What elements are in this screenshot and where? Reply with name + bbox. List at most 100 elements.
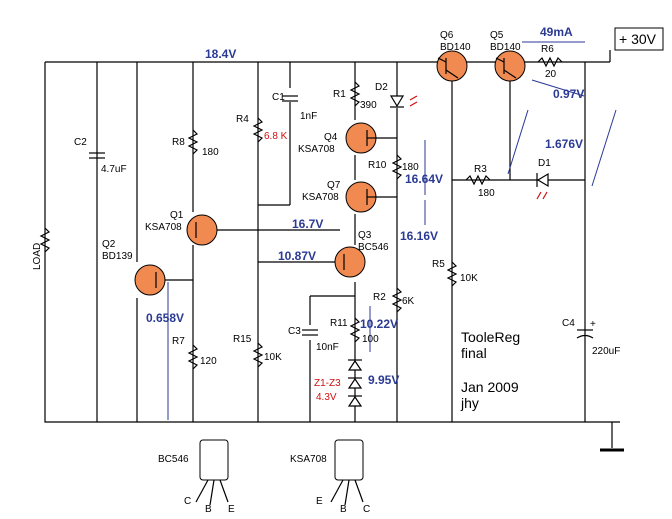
r3-name: R3 <box>474 164 487 175</box>
svg-text:+: + <box>590 319 596 330</box>
note-author: jhy <box>460 395 479 411</box>
r6-name: R6 <box>541 44 554 55</box>
q3-transistor <box>334 246 366 278</box>
c1-name: C1 <box>272 92 285 103</box>
q2-part: BD139 <box>102 251 133 262</box>
capacitors: + <box>89 95 596 339</box>
c3-name: C3 <box>288 326 301 337</box>
q4-part: KSA708 <box>298 144 335 155</box>
r11-value: 100 <box>362 334 379 345</box>
note-sub: final <box>461 345 487 361</box>
q1-name: Q1 <box>170 210 184 221</box>
package-bc546 <box>195 439 229 506</box>
r8-value: 180 <box>202 147 219 158</box>
c2-name: C2 <box>74 137 87 148</box>
q6-transistor <box>436 50 468 82</box>
ksa708-pin-c: C <box>363 504 370 515</box>
q2-transistor <box>134 264 166 296</box>
r4-name: R4 <box>236 114 249 125</box>
d2-led <box>389 95 418 108</box>
bc546-title: BC546 <box>158 454 189 465</box>
r5-resistor <box>446 261 458 287</box>
r1-name: R1 <box>333 89 346 100</box>
r11-resistor <box>349 317 361 343</box>
r1-resistor <box>349 81 361 107</box>
q3-name: Q3 <box>358 230 372 241</box>
q1-part: KSA708 <box>145 222 182 233</box>
r2-resistor <box>391 287 403 313</box>
r8-name: R8 <box>172 137 185 148</box>
wires <box>44 50 624 452</box>
q7-name: Q7 <box>327 180 341 191</box>
q2-name: Q2 <box>102 239 116 250</box>
meas-q7e: 16.16V <box>400 229 438 243</box>
r4-resistor <box>252 117 264 143</box>
r7-value: 120 <box>200 356 217 367</box>
q5-part: BD140 <box>490 42 521 53</box>
r5-name: R5 <box>432 259 445 270</box>
d2-name: D2 <box>375 82 388 93</box>
q5-transistor <box>494 50 526 82</box>
q1-transistor <box>186 214 218 246</box>
r2-value: 6K <box>402 296 415 307</box>
r15-resistor <box>252 342 264 368</box>
meas-r11-top: 10.22V <box>360 317 398 331</box>
c3-value: 10nF <box>316 342 339 353</box>
r10-resistor <box>391 154 403 180</box>
ksa708-pin-e: E <box>316 496 323 507</box>
r8-resistor <box>187 129 199 155</box>
c2-value: 4.7uF <box>101 164 127 175</box>
package-ksa708 <box>330 439 364 506</box>
r6-value: 20 <box>545 69 557 80</box>
q4-name: Q4 <box>324 132 338 143</box>
c1-value: 1nF <box>300 111 317 122</box>
meas-q4q7: 16.64V <box>405 172 443 186</box>
ksa708-title: KSA708 <box>290 454 327 465</box>
r15-value: 10K <box>264 352 282 363</box>
q6-name: Q6 <box>440 30 454 41</box>
meas-rail: 18.4V <box>205 47 236 61</box>
r15-name: R15 <box>233 334 252 345</box>
meas-q2-vbe: 0.658V <box>146 311 184 325</box>
r3-value: 180 <box>478 188 495 199</box>
r11-name: R11 <box>330 318 348 329</box>
meas-q3-base: 10.87V <box>278 249 316 263</box>
q7-part: KSA708 <box>302 192 339 203</box>
bc546-pin-c: C <box>184 496 191 507</box>
r2-name: R2 <box>373 292 386 303</box>
meas-d1-drop: 1.676V <box>545 137 583 151</box>
bc546-pin-e: E <box>228 504 235 515</box>
load-label: LOAD <box>32 243 43 270</box>
meas-zener: 9.95V <box>368 373 399 387</box>
supply-box <box>614 27 664 51</box>
r10-name: R10 <box>368 160 387 171</box>
load-resistor <box>39 227 51 253</box>
r4-value: 6.8 K <box>264 131 288 142</box>
zener-value: 4.3V <box>316 392 337 403</box>
note-title: TooleReg <box>461 329 520 345</box>
ksa708-pin-b: B <box>340 504 347 515</box>
q3-part: BC546 <box>358 242 389 253</box>
r10-value: 180 <box>402 162 419 173</box>
q5-name: Q5 <box>490 30 504 41</box>
q6-part: BD140 <box>440 42 471 53</box>
measurement-arrows <box>167 41 617 420</box>
c4-value: 220uF <box>592 346 620 357</box>
zener-name: Z1-Z3 <box>314 378 341 389</box>
c4-name: C4 <box>562 318 575 329</box>
r5-value: 10K <box>460 273 478 284</box>
r6-resistor <box>537 56 563 68</box>
r3-resistor <box>465 174 491 186</box>
d1-led <box>536 172 549 200</box>
note-date: Jan 2009 <box>461 379 519 395</box>
bc546-pin-b: B <box>205 504 212 515</box>
supply-label: + 30V <box>619 31 657 47</box>
transistors <box>134 50 526 296</box>
r7-name: R7 <box>172 336 185 347</box>
d1-name: D1 <box>538 158 551 169</box>
resistors <box>39 56 563 370</box>
meas-current: 49mA <box>540 25 573 39</box>
r1-value: 390 <box>360 100 377 111</box>
meas-r6-drop: 0.97V <box>553 87 584 101</box>
